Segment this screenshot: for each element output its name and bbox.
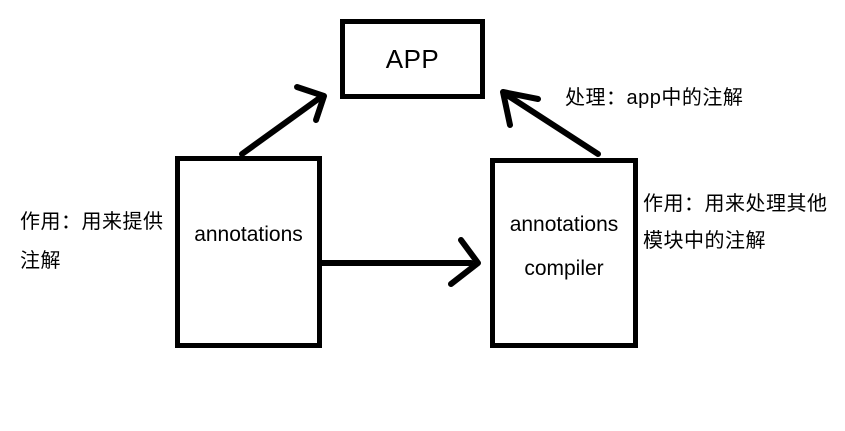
node-annotations-compiler: annotations compiler bbox=[490, 158, 638, 348]
arrow-annotations-to-compiler bbox=[319, 237, 481, 287]
node-annotations: annotations bbox=[175, 156, 322, 348]
arrow-head bbox=[500, 89, 541, 128]
side-note-annotations-compiler-line1: 作用：用来处理其他 bbox=[643, 193, 828, 215]
side-note-annotations-line1: 作用：用来提供 bbox=[20, 211, 164, 233]
node-app-label: APP bbox=[385, 44, 440, 74]
edge-label-process-app-annotations: 处理：app中的注解 bbox=[565, 87, 744, 109]
node-annotations-compiler-label-line2: compiler bbox=[524, 257, 604, 280]
side-note-annotations: 作用：用来提供 注解 bbox=[20, 203, 164, 281]
node-annotations-compiler-label-line1: annotations bbox=[509, 213, 619, 236]
side-note-annotations-compiler-line2: 模块中的注解 bbox=[643, 230, 766, 252]
side-note-annotations-compiler: 作用：用来处理其他 模块中的注解 bbox=[643, 186, 828, 260]
side-note-annotations-line2: 注解 bbox=[20, 250, 61, 272]
arrow-head bbox=[448, 237, 481, 287]
arrow-head bbox=[294, 84, 327, 123]
arrow-shaft bbox=[504, 92, 601, 157]
arrow-annotations-to-app bbox=[239, 84, 327, 157]
node-app: APP bbox=[340, 19, 485, 99]
node-annotations-label: annotations bbox=[194, 223, 303, 246]
arrow-compiler-to-app bbox=[500, 89, 601, 157]
arrow-shaft bbox=[239, 94, 324, 157]
